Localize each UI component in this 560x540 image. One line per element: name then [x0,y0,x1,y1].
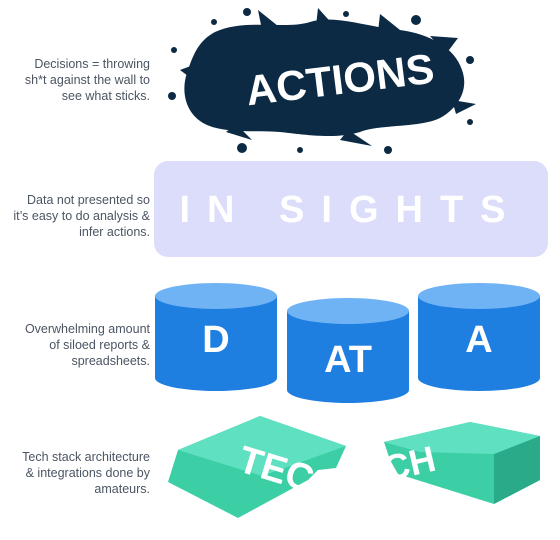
cylinder-label-a: A [465,319,492,361]
ink-splat [168,8,476,154]
actions-layer: ACTIONS [168,8,476,154]
note-insights: Data not presented so it’s easy to do an… [13,193,150,239]
note-data: Overwhelming amount of siloed reports & … [24,322,150,368]
cylinder-label-at: AT [324,339,372,381]
insights-label: IN SIGHTS [179,189,522,231]
cylinder-d: D [155,283,277,391]
tech-layer: TEC CH [168,416,540,518]
insights-box [154,161,548,257]
cylinder-at: AT [287,298,409,403]
tech-block-right: CH [379,422,540,504]
tech-block-left: TEC [168,416,346,518]
cylinder-label-d: D [202,319,229,361]
data-layer: D AT A [155,283,540,403]
insights-layer: IN SIGHTS [154,161,548,257]
note-actions: Decisions = throwing sh*t against the wa… [24,57,150,103]
note-tech: Tech stack architecture & integrations d… [22,450,150,496]
cylinder-a: A [418,283,540,391]
